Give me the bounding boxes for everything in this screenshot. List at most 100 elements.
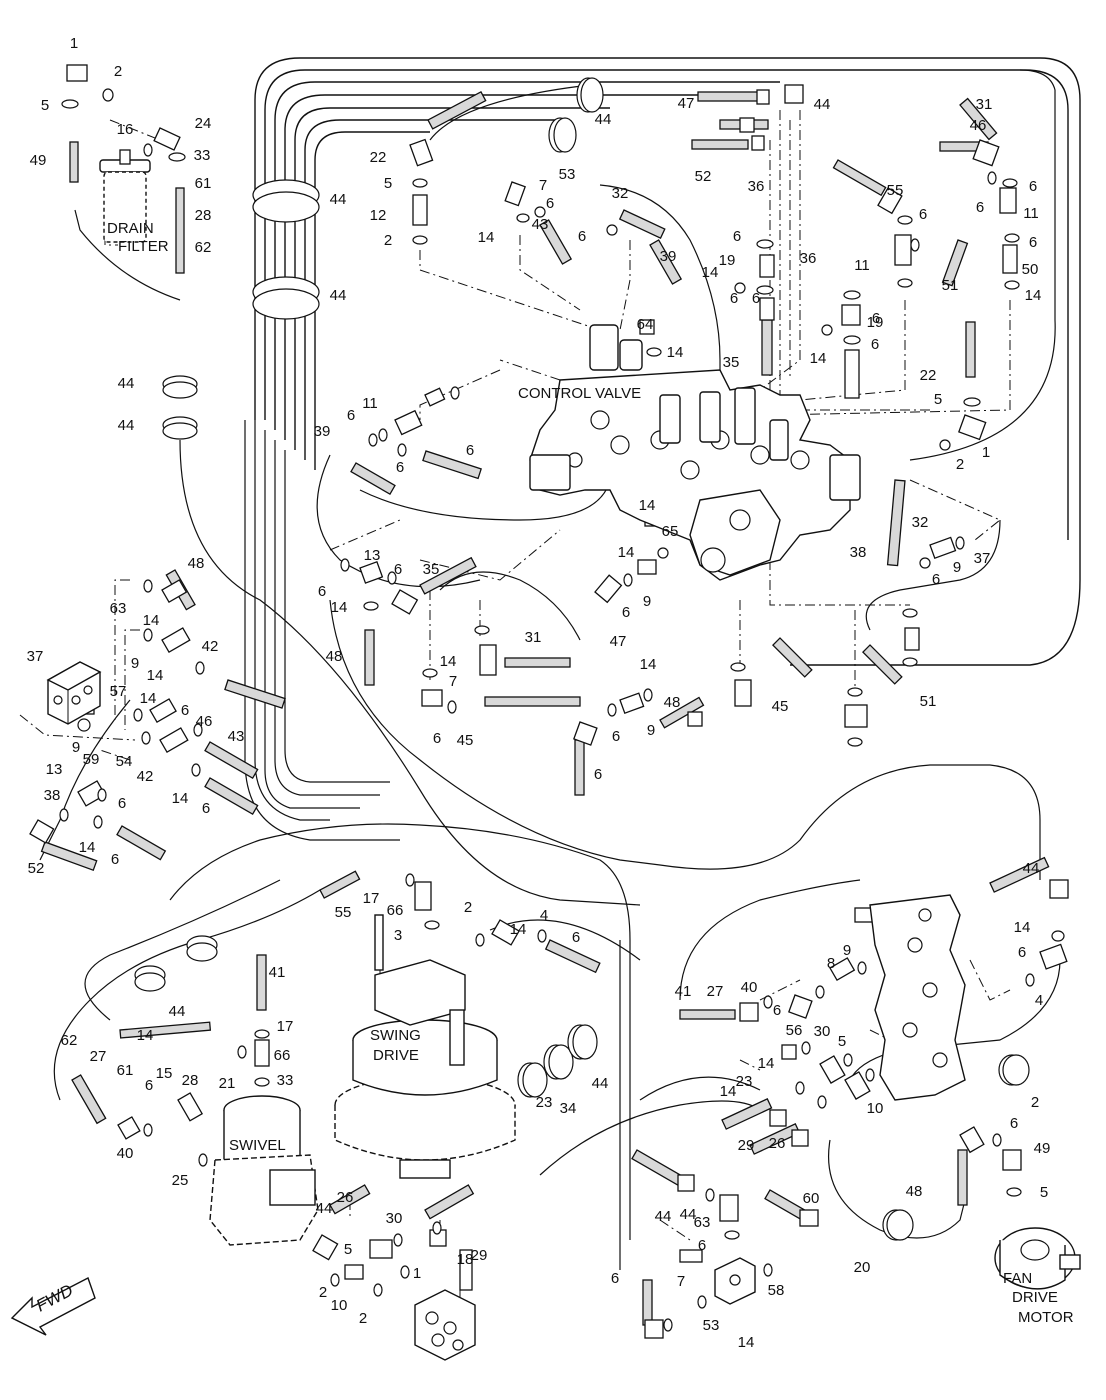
- callout-number: 6: [594, 766, 602, 783]
- callout-number: 31: [525, 629, 542, 646]
- callout-number: 51: [942, 277, 959, 294]
- callout-number: 2: [359, 1310, 367, 1327]
- callout-number: 7: [677, 1273, 685, 1290]
- callout-number: 1: [70, 35, 78, 52]
- callout-number: 30: [386, 1210, 403, 1227]
- callout-number: 22: [370, 149, 387, 166]
- callout-number: 41: [269, 964, 286, 981]
- callout-number: 38: [44, 787, 61, 804]
- callout-number: 14: [640, 656, 657, 673]
- callout-number: 28: [195, 207, 212, 224]
- callout-number: 6: [871, 336, 879, 353]
- callout-number: 11: [1023, 205, 1039, 222]
- callout-number: 63: [110, 600, 127, 617]
- callout-number: 61: [117, 1062, 134, 1079]
- callout-number: 52: [28, 860, 45, 877]
- callout-number: 48: [906, 1183, 923, 1200]
- callout-number: 44: [595, 111, 612, 128]
- callout-number: 66: [387, 902, 404, 919]
- label-swivel: SWIVEL: [229, 1137, 286, 1154]
- callout-number: 9: [953, 559, 961, 576]
- callout-number: 44: [118, 375, 135, 392]
- callout-number: 8: [827, 955, 835, 972]
- callout-number: 10: [867, 1100, 884, 1117]
- callout-number: 47: [678, 95, 695, 112]
- callout-number: 14: [172, 790, 189, 807]
- callout-number: 11: [854, 257, 870, 274]
- callout-number: 49: [30, 152, 47, 169]
- label-fan-motor: MOTOR: [1018, 1309, 1074, 1326]
- callout-number: 44: [118, 417, 135, 434]
- callout-number: 6: [611, 1270, 619, 1287]
- label-drain: DRAIN: [107, 220, 154, 237]
- callout-number: 59: [83, 751, 100, 768]
- callout-number: 60: [803, 1190, 820, 1207]
- callout-number: 48: [188, 555, 205, 572]
- callout-number: 52: [695, 168, 712, 185]
- callout-number: 2: [319, 1284, 327, 1301]
- callout-number: 57: [110, 683, 127, 700]
- callout-number: 35: [423, 561, 440, 578]
- callout-number: 6: [733, 228, 741, 245]
- callout-number: 6: [932, 571, 940, 588]
- hoses: [40, 90, 1050, 1326]
- label-drive: DRIVE: [373, 1047, 419, 1064]
- callout-number: 41: [675, 983, 692, 1000]
- callout-number: 13: [46, 761, 63, 778]
- callout-number: 32: [912, 514, 929, 531]
- callout-number: 6: [318, 583, 326, 600]
- callout-number: 43: [532, 216, 549, 233]
- callout-number: 7: [449, 673, 457, 690]
- callout-number: 65: [662, 523, 679, 540]
- callout-number: 14: [1025, 287, 1042, 304]
- callout-number: 26: [337, 1189, 354, 1206]
- callout-number: 6: [546, 195, 554, 212]
- callout-number: 14: [618, 544, 635, 561]
- callout-number: 1: [413, 1265, 421, 1282]
- callout-number: 5: [344, 1241, 352, 1258]
- fittings: [29, 64, 1069, 1339]
- callout-number: 44: [814, 96, 831, 113]
- callout-number: 34: [560, 1100, 577, 1117]
- callout-number: 17: [363, 890, 380, 907]
- callout-number: 38: [850, 544, 867, 561]
- callout-number: 25: [172, 1172, 189, 1189]
- callout-number: 14: [1014, 919, 1031, 936]
- callout-number: 14: [639, 497, 656, 514]
- manifold-block-57: [46, 661, 102, 725]
- callout-number: 6: [612, 728, 620, 745]
- callout-number: 43: [228, 728, 245, 745]
- callout-number: 19: [867, 314, 884, 331]
- callout-number: 2: [956, 456, 964, 473]
- callout-number: 53: [559, 166, 576, 183]
- callout-number: 55: [887, 182, 904, 199]
- callout-number: 39: [314, 423, 331, 440]
- callout-number: 58: [768, 1282, 785, 1299]
- callout-number: 6: [118, 795, 126, 812]
- callout-number: 46: [970, 117, 987, 134]
- callout-number: 62: [195, 239, 212, 256]
- callout-number: 33: [194, 147, 211, 164]
- callout-number: 6: [572, 929, 580, 946]
- callout-number: 40: [117, 1145, 134, 1162]
- callout-number: 44: [592, 1075, 609, 1092]
- callout-number: 10: [331, 1297, 348, 1314]
- callout-number: 9: [131, 655, 139, 672]
- callout-number: 45: [772, 698, 789, 715]
- callout-number: 2: [384, 232, 392, 249]
- callout-number: 6: [347, 407, 355, 424]
- callout-number: 48: [664, 694, 681, 711]
- swing-drive: [334, 914, 516, 1179]
- callout-number: 14: [667, 344, 684, 361]
- callout-number: 44: [330, 191, 347, 208]
- callout-number: 14: [720, 1083, 737, 1100]
- callout-number: 4: [540, 907, 548, 924]
- callout-number: 36: [748, 178, 765, 195]
- callout-number: 14: [510, 921, 527, 938]
- label-fan: FAN: [1003, 1270, 1032, 1287]
- callout-number: 49: [1034, 1140, 1051, 1157]
- callout-number: 63: [694, 1214, 711, 1231]
- callout-number: 24: [195, 115, 212, 132]
- callout-number: 6: [394, 561, 402, 578]
